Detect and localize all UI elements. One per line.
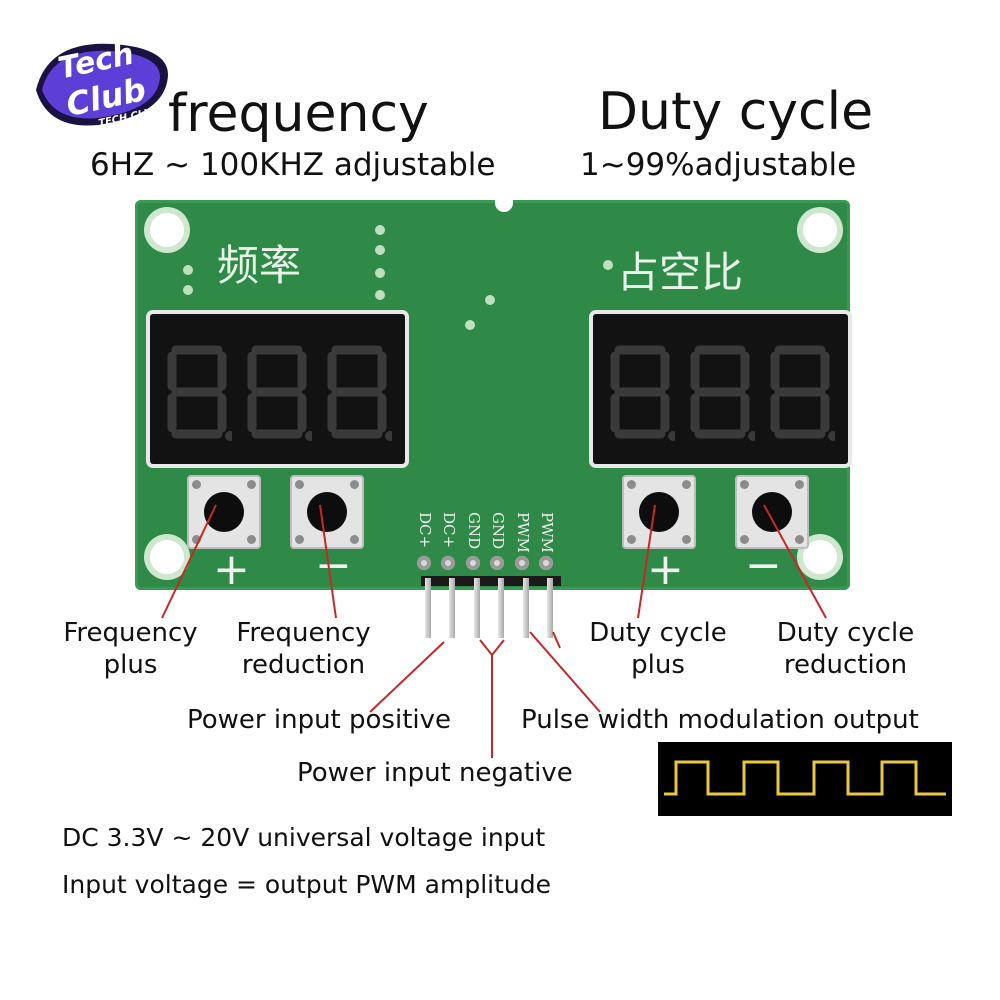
header-pin bbox=[498, 578, 504, 638]
via bbox=[603, 260, 613, 270]
header-pin bbox=[425, 578, 431, 638]
callout-frequency-plus: Frequency plus bbox=[63, 618, 198, 680]
duty-cycle-display bbox=[593, 314, 848, 464]
minus-symbol: − bbox=[315, 540, 352, 591]
duty-cycle-reduction-button[interactable] bbox=[735, 475, 809, 549]
duty-cycle-board-label: 占空比 bbox=[617, 248, 744, 297]
plus-symbol: + bbox=[213, 544, 250, 595]
via bbox=[183, 265, 193, 275]
callout-frequency-reduction: Frequency reduction bbox=[236, 618, 371, 680]
frequency-plus-button[interactable] bbox=[187, 475, 261, 549]
via bbox=[183, 285, 193, 295]
header-pin bbox=[474, 578, 480, 638]
pin-pad bbox=[466, 556, 480, 570]
amplitude-note: Input voltage = output PWM amplitude bbox=[62, 870, 551, 899]
via bbox=[375, 225, 385, 235]
callout-duty-cycle-reduction: Duty cycle reduction bbox=[776, 618, 915, 680]
via bbox=[465, 320, 475, 330]
header-pin bbox=[523, 578, 529, 638]
callout-duty-cycle-plus: Duty cycle plus bbox=[589, 618, 727, 680]
seven-segment-digit bbox=[610, 345, 675, 441]
board-notch bbox=[495, 198, 513, 212]
via bbox=[375, 290, 385, 300]
pwm-generator-board: 频率 占空比 bbox=[135, 198, 850, 595]
pin-pad bbox=[515, 556, 529, 570]
pin-pad bbox=[441, 556, 455, 570]
pin-header-base bbox=[421, 576, 561, 586]
duty-cycle-plus-button[interactable] bbox=[622, 475, 696, 549]
frequency-range: 6HZ ~ 100KHZ adjustable bbox=[90, 147, 496, 183]
seven-segment-digit bbox=[167, 345, 232, 441]
callout-pwm-output: Pulse width modulation output bbox=[521, 705, 919, 735]
seven-segment-digit bbox=[770, 345, 835, 441]
minus-symbol: − bbox=[745, 540, 782, 591]
mounting-hole bbox=[803, 213, 837, 247]
frequency-board-label: 频率 bbox=[217, 241, 302, 290]
mounting-hole bbox=[150, 540, 184, 574]
pin-pad bbox=[417, 556, 431, 570]
tech-club-logo: Tech Club TECH CLUB bbox=[28, 30, 178, 135]
via bbox=[375, 268, 385, 278]
voltage-input-note: DC 3.3V ~ 20V universal voltage input bbox=[62, 823, 546, 852]
seven-segment-digit bbox=[247, 345, 312, 441]
via bbox=[485, 295, 495, 305]
plus-symbol: + bbox=[647, 544, 684, 595]
pin-pad bbox=[539, 556, 553, 570]
header-pin bbox=[449, 578, 455, 638]
header-pin bbox=[547, 578, 553, 638]
pin-pad bbox=[490, 556, 504, 570]
pwm-waveform bbox=[658, 742, 952, 816]
callout-power-input-negative: Power input negative bbox=[297, 758, 573, 788]
seven-segment-digit bbox=[690, 345, 755, 441]
duty-cycle-range: 1~99%adjustable bbox=[580, 147, 857, 183]
duty-cycle-title: Duty cycle bbox=[598, 82, 874, 142]
mounting-hole bbox=[150, 213, 184, 247]
frequency-display bbox=[150, 314, 405, 464]
seven-segment-digit bbox=[327, 345, 392, 441]
callout-power-input-positive: Power input positive bbox=[187, 705, 451, 735]
frequency-title: frequency bbox=[168, 84, 429, 144]
frequency-reduction-button[interactable] bbox=[290, 475, 364, 549]
via bbox=[375, 245, 385, 255]
